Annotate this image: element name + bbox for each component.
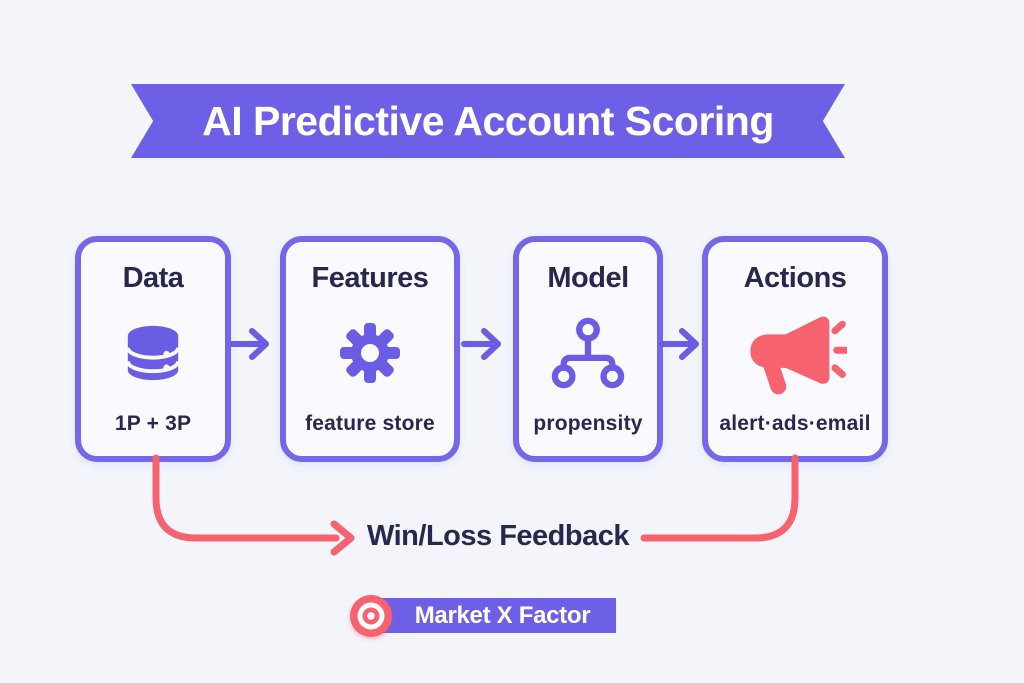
card-model: Model propensity: [513, 236, 663, 462]
arrow-features-to-model-icon: [461, 328, 501, 360]
brand-badge: Market X Factor: [369, 598, 616, 633]
card-features-title: Features: [311, 262, 429, 294]
page-title: AI Predictive Account Scoring: [202, 97, 774, 144]
title-banner: AI Predictive Account Scoring: [131, 84, 845, 158]
target-icon: [350, 595, 392, 637]
card-actions-title: Actions: [743, 262, 847, 294]
card-actions-subtitle: alert·ads·email: [719, 412, 871, 435]
card-features-subtitle: feature store: [305, 412, 435, 435]
card-model-title: Model: [547, 262, 629, 294]
database-icon: [122, 293, 184, 412]
card-features: Features feature store: [280, 236, 460, 462]
card-data-subtitle: 1P + 3P: [114, 412, 192, 435]
card-actions: Actions alert·ads·email: [702, 236, 888, 462]
arrow-model-to-actions-icon: [659, 328, 699, 360]
feedback-label: Win/Loss Feedback: [367, 520, 629, 552]
gear-icon: [338, 293, 402, 412]
card-data: Data 1P + 3P: [75, 236, 231, 462]
arrow-data-to-features-icon: [229, 328, 269, 360]
card-data-title: Data: [122, 262, 184, 294]
hierarchy-icon: [549, 293, 627, 412]
card-model-subtitle: propensity: [533, 412, 643, 435]
megaphone-icon: [743, 293, 847, 412]
feedback-loop-path: [152, 454, 799, 556]
